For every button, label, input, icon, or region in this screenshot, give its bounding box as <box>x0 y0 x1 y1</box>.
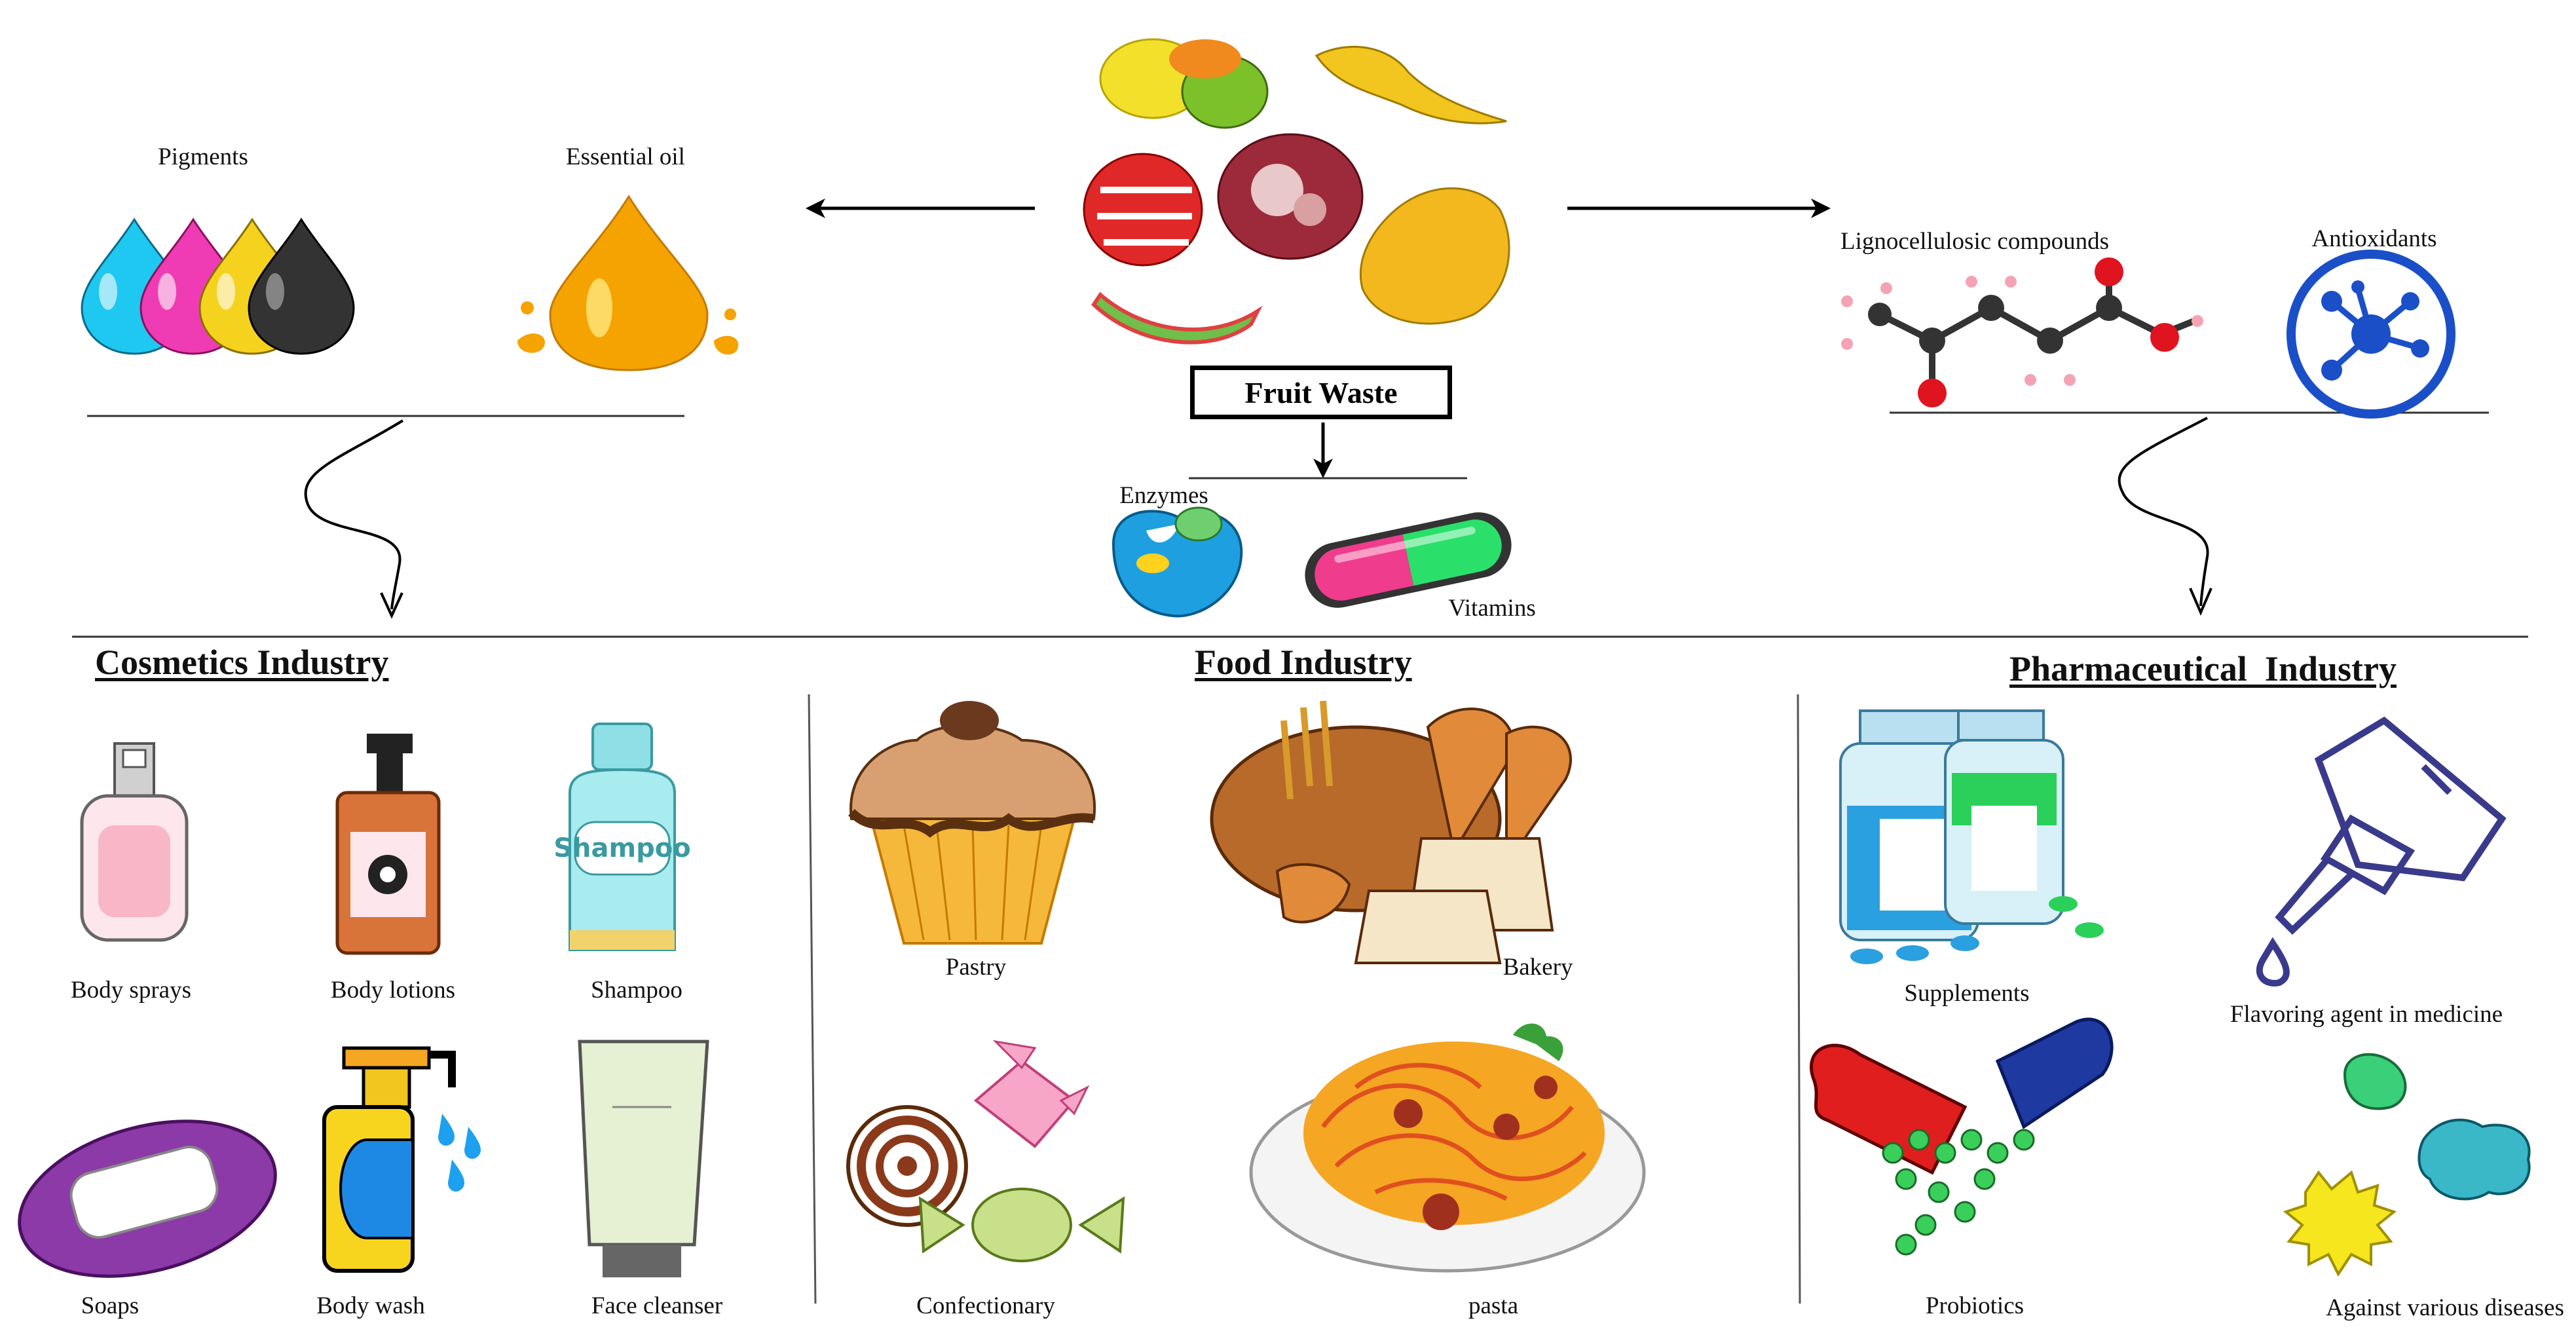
soaps-label: Soaps <box>81 1292 140 1319</box>
squiggle-arrow-right <box>2118 417 2209 607</box>
pastry-label: Pastry <box>945 954 1007 981</box>
against-diseases-label: Against various diseases <box>2326 1294 2564 1321</box>
pasta-plate-icon <box>1249 1023 1646 1273</box>
shampoo-label: Shampoo <box>591 977 682 1004</box>
soap-dish-icon <box>18 1119 277 1278</box>
pharma-heading: Pharmaceutical Industry <box>2009 649 2397 688</box>
shampoo-bottle-icon <box>569 723 676 951</box>
bakery-label: Bakery <box>1503 954 1573 981</box>
disease-germs-icon <box>2283 1053 2531 1277</box>
divider-vertical-1 <box>808 694 817 1304</box>
enzymes-label: Enzymes <box>1119 482 1208 509</box>
antioxidants-label: Antioxidants <box>2311 225 2437 252</box>
body-wash-label: Body wash <box>316 1292 425 1319</box>
flavoring-agent-label: Flavoring agent in medicine <box>2230 1001 2503 1028</box>
lignocellulosic-molecule-icon <box>1841 257 2203 407</box>
vitamin-capsule-icon <box>1305 512 1512 608</box>
essential-oil-label: Essential oil <box>566 143 685 170</box>
lotion-bottle-icon <box>335 734 441 955</box>
food-heading: Food Industry <box>1195 643 1412 682</box>
confectionary-label: Confectionary <box>916 1292 1055 1319</box>
enzyme-icon <box>1111 506 1243 618</box>
fruit-waste-label: Fruit Waste <box>1244 375 1398 409</box>
fruit-waste-image <box>1083 38 1510 345</box>
black-drop <box>248 217 355 355</box>
bakery-basket-icon <box>1210 700 1572 964</box>
lignocellulosic-label: Lignocellulosic compounds <box>1840 228 2110 255</box>
supplements-label: Supplements <box>1904 980 2030 1007</box>
divider-vertical-2 <box>1797 694 1801 1304</box>
body-wash-bottle-icon <box>322 1046 481 1273</box>
body-sprays-label: Body sprays <box>71 977 191 1004</box>
probiotics-label: Probiotics <box>1925 1292 2025 1319</box>
squiggle-arrow-right-head <box>2189 588 2212 616</box>
fruit-waste-label-box: Fruit Waste <box>1190 366 1452 419</box>
flavoring-dropper-icon <box>2256 716 2507 987</box>
shampoo-bottle-text: Shampoo <box>553 833 691 863</box>
cosmetics-heading: Cosmetics Industry <box>95 643 389 682</box>
face-cleanser-tube-icon <box>578 1040 709 1277</box>
perfume-bottle-icon <box>80 742 189 942</box>
pasta-label: pasta <box>1468 1292 1519 1319</box>
face-cleanser-label: Face cleanser <box>591 1292 723 1319</box>
cupcake-icon <box>848 701 1096 945</box>
candy-icon <box>846 1040 1125 1262</box>
squiggle-arrow-left <box>304 419 404 610</box>
antioxidant-icon <box>2287 250 2455 419</box>
body-lotions-label: Body lotions <box>330 977 456 1004</box>
pigments-label: Pigments <box>158 143 248 170</box>
vitamins-label: Vitamins <box>1448 595 1536 622</box>
essential-oil-icon <box>517 195 739 371</box>
probiotic-capsule-icon <box>1809 1017 2114 1256</box>
pigment-drops-icon <box>81 217 355 355</box>
squiggle-arrow-left-head <box>380 592 403 619</box>
supplement-bottles-icon <box>1839 709 2104 964</box>
